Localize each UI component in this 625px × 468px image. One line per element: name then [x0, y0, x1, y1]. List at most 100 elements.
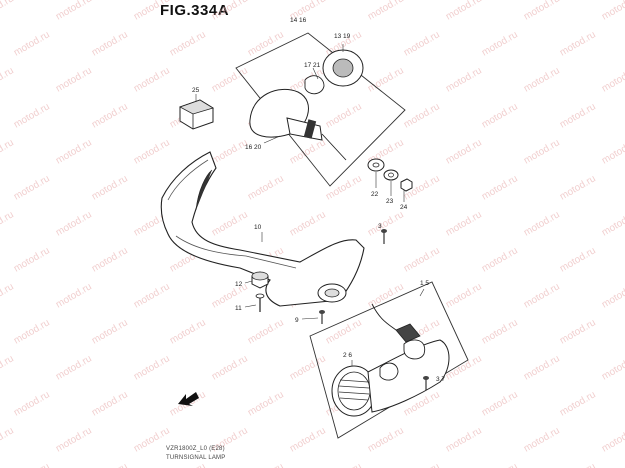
watermark-text: motod.ru [54, 281, 94, 310]
watermark-text: motod.ru [444, 281, 484, 310]
watermark-text: motod.ru [288, 209, 328, 238]
watermark-text: motod.ru [0, 281, 16, 310]
watermark-text: motod.ru [90, 245, 130, 274]
watermark-text: motod.ru [210, 281, 250, 310]
watermark-text: motod.ru [558, 173, 598, 202]
watermark-text: motod.ru [54, 65, 94, 94]
callout-25: 25 [192, 87, 200, 94]
watermark-text: motod.ru [600, 353, 625, 382]
callout-24: 24 [400, 204, 408, 211]
rear-turnsignal-upper [249, 44, 364, 161]
front-turnsignal-lower [331, 288, 450, 417]
watermark-text: motod.ru [444, 425, 484, 454]
watermark-text: motod.ru [0, 353, 16, 382]
callout-3: 3 [378, 223, 382, 230]
watermark-text: motod.ru [246, 389, 286, 418]
watermark-text: motod.ru [132, 137, 172, 166]
watermark-text: motod.ru [402, 245, 442, 274]
watermark-text: motod.ru [324, 101, 364, 130]
watermark-text: motod.ru [54, 425, 94, 454]
watermark-text: motod.ru [522, 209, 562, 238]
watermark-text: motod.ru [246, 317, 286, 346]
watermark-text: motod.ru [0, 137, 16, 166]
watermark-text: motod.ru [444, 65, 484, 94]
watermark-text: motod.ru [90, 29, 130, 58]
turnsignal-relay [179, 94, 214, 130]
watermark-text: motod.ru [558, 245, 598, 274]
watermark-text: motod.ru [12, 389, 52, 418]
callout-16-20: 16 20 [245, 144, 262, 151]
watermark-text: motod.ru [600, 137, 625, 166]
watermark-text: motod.ru [366, 0, 406, 23]
watermark-text: motod.ru [210, 0, 250, 23]
watermark-text: motod.ru [168, 29, 208, 58]
signal-bracket [160, 151, 365, 307]
upper-bulb [304, 75, 325, 95]
watermark-text: motod.ru [600, 65, 625, 94]
upper-leader-3 [263, 135, 281, 144]
callout-9: 9 [295, 317, 299, 324]
watermark-text: motod.ru [210, 353, 250, 382]
callout-10: 10 [254, 224, 262, 231]
collar-and-bolt [244, 271, 269, 312]
watermark-text: motod.ru [12, 101, 52, 130]
watermark-text: motod.ru [246, 29, 286, 58]
watermark-text: motod.ru [480, 389, 520, 418]
upper-assembly-frame [235, 32, 406, 187]
callout-14-16: 14 16 [290, 17, 307, 24]
watermark-text: motod.ru [444, 353, 484, 382]
watermark-text: motod.ru [558, 101, 598, 130]
watermark-text: motod.ru [90, 389, 130, 418]
figure-title: FIG.334A [160, 2, 230, 19]
watermark-text: motod.ru [168, 461, 208, 468]
watermark-text: motod.ru [54, 0, 94, 23]
watermark-text: motod.ru [132, 0, 172, 23]
watermark-text: motod.ru [558, 317, 598, 346]
watermark-text: motod.ru [600, 281, 625, 310]
bracket-screw [381, 229, 387, 244]
watermark-text: motod.ru [210, 209, 250, 238]
upper-stem-band [303, 119, 317, 139]
watermark-text: motod.ru [132, 281, 172, 310]
watermark-text: motod.ru [54, 137, 94, 166]
watermark-text: motod.ru [522, 281, 562, 310]
watermark-text: motod.ru [210, 137, 250, 166]
watermark-text: motod.ru [132, 353, 172, 382]
caption-part-name: TURNSIGNAL LAMP [166, 455, 226, 461]
callout-11: 11 [235, 305, 242, 312]
watermark-text: motod.ru [0, 65, 16, 94]
watermark-text: motod.ru [54, 209, 94, 238]
watermark-text: motod.ru [444, 137, 484, 166]
screw-9 [301, 310, 325, 324]
watermark-text: motod.ru [90, 317, 130, 346]
watermark-text: motod.ru [480, 317, 520, 346]
watermark-text: motod.ru [12, 173, 52, 202]
callout-23: 23 [386, 198, 394, 205]
watermark-text: motod.ru [0, 209, 16, 238]
watermark-text: motod.ru [12, 29, 52, 58]
watermark-text: motod.ru [366, 65, 406, 94]
watermark-text: motod.ru [402, 101, 442, 130]
watermark-text: motod.ru [600, 0, 625, 23]
watermark-text: motod.ru [600, 209, 625, 238]
watermark-text: motod.ru [522, 353, 562, 382]
watermark-text: motod.ru [480, 29, 520, 58]
watermark-text: motod.ru [90, 173, 130, 202]
watermark-text: motod.ru [480, 101, 520, 130]
washers-group [367, 158, 413, 202]
watermark-text: motod.ru [522, 65, 562, 94]
watermark-text: motod.ru [522, 425, 562, 454]
watermark-text: motod.ru [0, 0, 16, 23]
upper-wire [321, 133, 347, 161]
watermark-text: motod.ru [444, 209, 484, 238]
watermark-text: motod.ru [12, 245, 52, 274]
watermark-text: motod.ru [402, 29, 442, 58]
watermark-text: motod.ru [246, 461, 286, 468]
upper-socket-inner [332, 58, 354, 78]
callout-2-6: 2 6 [343, 352, 352, 359]
watermark-text: motod.ru [600, 425, 625, 454]
watermark-text: motod.ru [366, 425, 406, 454]
watermark-text: motod.ru [132, 65, 172, 94]
